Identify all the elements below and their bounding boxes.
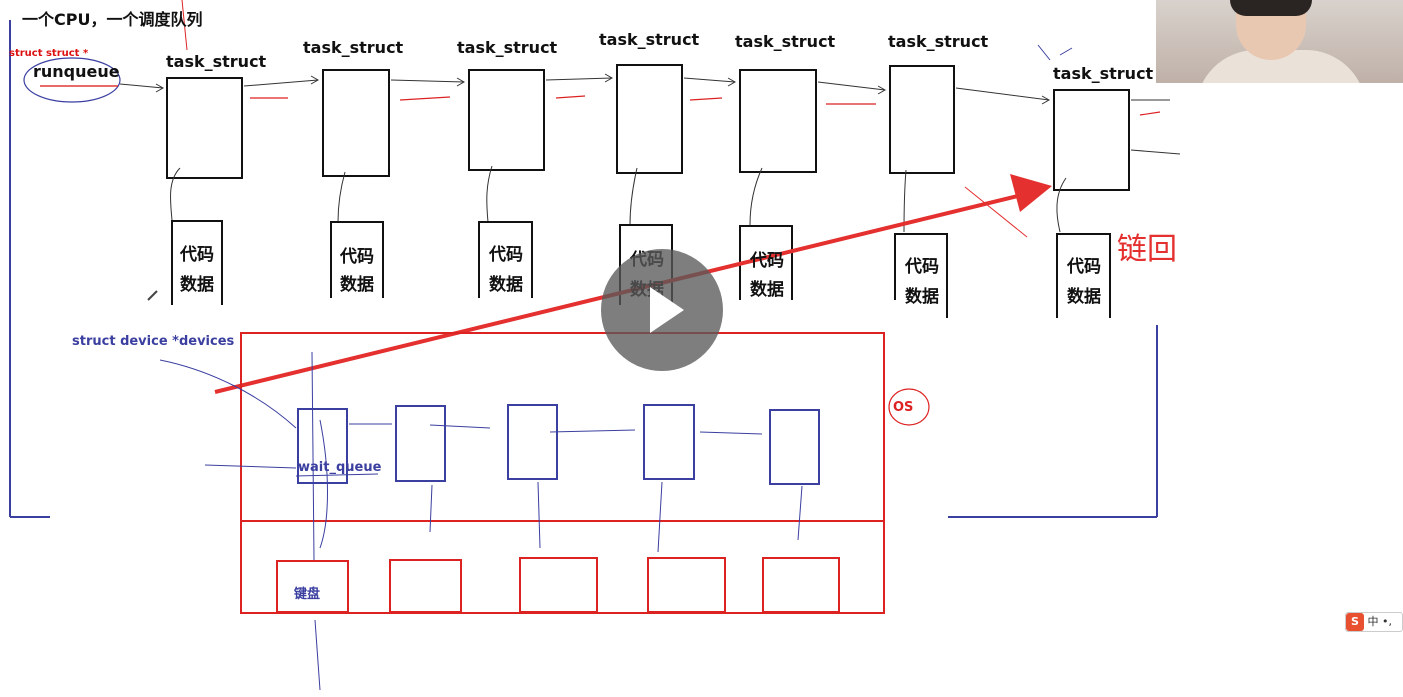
task-box-4	[616, 64, 683, 174]
device-slot-3	[519, 557, 598, 613]
forward-links	[243, 73, 1181, 155]
devices-label: struct device *devices	[72, 334, 235, 349]
wait-queue-label: wait_queue	[298, 460, 382, 475]
task-box-1	[166, 77, 243, 179]
webcam-overlay	[1156, 0, 1403, 83]
keyboard-slot	[276, 560, 349, 613]
task-box-2	[322, 69, 390, 177]
code-label-3: 代码	[489, 245, 523, 265]
task-struct-label-7: task_struct	[1053, 64, 1154, 83]
device-slot-5	[762, 557, 840, 613]
device-box-2	[395, 405, 446, 482]
data-label-5: 数据	[750, 280, 784, 300]
task-struct-label-3: task_struct	[457, 38, 558, 57]
task-box-3	[468, 69, 545, 171]
task-struct-label-4: task_struct	[599, 30, 700, 49]
red-annotation: struct struct *	[9, 48, 89, 59]
back-links	[250, 95, 1161, 116]
device-links	[159, 44, 1073, 691]
task-struct-label-1: task_struct	[166, 52, 267, 71]
down-links	[169, 165, 1067, 233]
device-box-3	[507, 404, 558, 480]
keyboard-label: 键盘	[294, 587, 321, 602]
data-label-2: 数据	[340, 275, 374, 295]
code-label-2: 代码	[340, 247, 374, 267]
code-label-6: 代码	[905, 257, 939, 277]
page-title: 一个CPU，一个调度队列	[22, 10, 203, 29]
device-box-1	[297, 408, 348, 484]
pencil-icon	[147, 290, 158, 301]
task-struct-label-6: task_struct	[888, 32, 989, 51]
device-box-4	[643, 404, 695, 480]
code-label-7: 代码	[1067, 257, 1101, 277]
sogou-ime-icon: S	[1346, 613, 1364, 631]
device-slot-2	[389, 559, 462, 613]
os-label: OS	[893, 400, 914, 415]
data-label-3: 数据	[489, 275, 523, 295]
task-struct-label-5: task_struct	[735, 32, 836, 51]
runqueue-scribble	[23, 57, 121, 103]
task-box-7	[1053, 89, 1130, 191]
os-scribble	[888, 388, 930, 426]
os-frame-bottom	[240, 520, 885, 614]
code-label-1: 代码	[180, 245, 214, 265]
task-box-6	[889, 65, 955, 174]
task-struct-label-2: task_struct	[303, 38, 404, 57]
play-button[interactable]	[601, 249, 723, 371]
ime-mode-label: 中 •,	[1367, 615, 1392, 628]
data-label-6: 数据	[905, 287, 939, 307]
play-icon	[650, 287, 684, 333]
runqueue-label: runqueue	[33, 62, 120, 81]
ime-indicator[interactable]: S 中 •,	[1345, 612, 1403, 632]
device-slot-4	[647, 557, 726, 613]
data-label-7: 数据	[1067, 287, 1101, 307]
relink-scribble	[964, 186, 1028, 238]
device-box-5	[769, 409, 820, 485]
code-label-5: 代码	[750, 251, 784, 271]
task-box-5	[739, 69, 817, 173]
data-label-1: 数据	[180, 275, 214, 295]
relink-arrow-head	[1010, 174, 1052, 212]
relink-label: 链回	[1117, 232, 1177, 267]
